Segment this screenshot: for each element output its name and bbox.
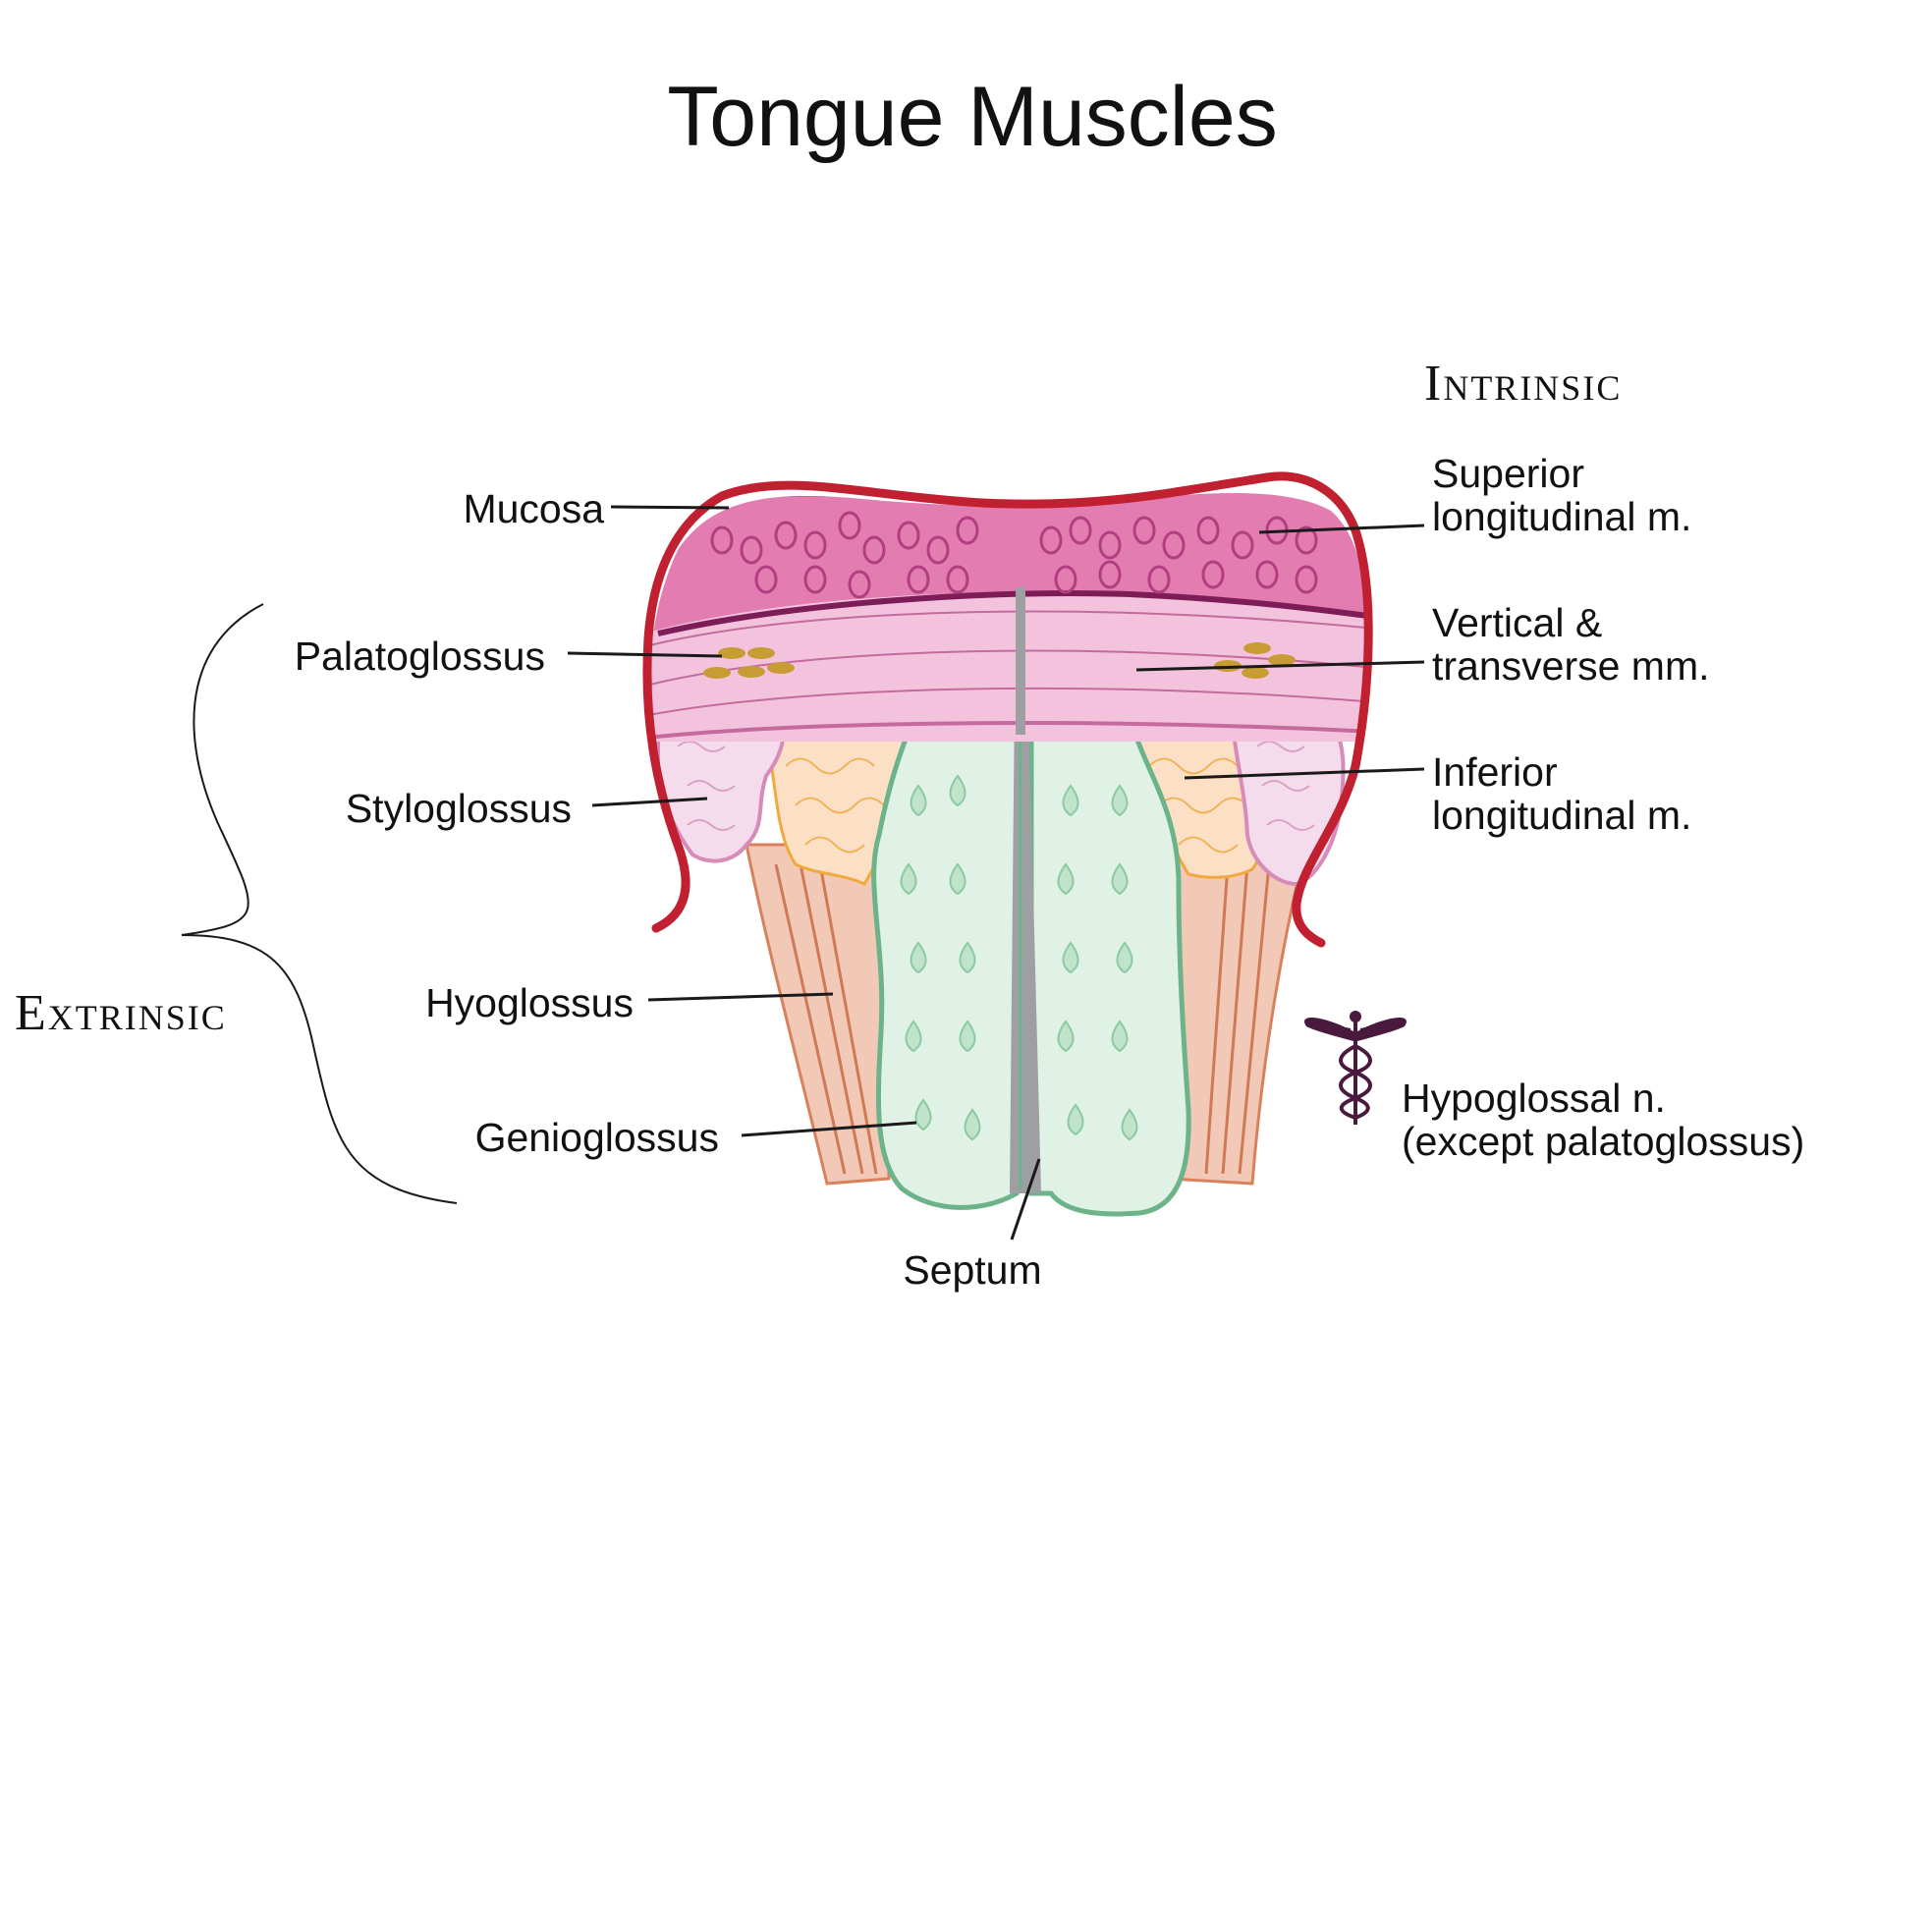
label-styloglossus: Styloglossus [346, 786, 572, 831]
leader-mucosa [610, 505, 730, 510]
leader-genioglossus [741, 1121, 917, 1137]
group-label-intrinsic: Intrinsic [1424, 356, 1622, 412]
label-vertical-transverse-line2: transverse mm. [1432, 643, 1710, 689]
label-nerve-line2: (except palatoglossus) [1402, 1119, 1804, 1164]
group-label-extrinsic: Extrinsic [15, 985, 227, 1041]
label-vertical-transverse-line1: Vertical & [1432, 600, 1602, 645]
leader-vertical-transverse [1135, 660, 1425, 672]
leader-lines [567, 505, 1425, 1241]
leader-hyoglossus [647, 992, 834, 1002]
genioglossus-muscle [871, 729, 1191, 1217]
label-genioglossus: Genioglossus [475, 1115, 719, 1160]
label-superior-longitudinal-line2: longitudinal m. [1432, 494, 1691, 539]
label-inferior-longitudinal-line2: longitudinal m. [1432, 793, 1691, 838]
label-nerve-line1: Hypoglossal n. [1402, 1076, 1666, 1121]
extrinsic-brace [181, 603, 458, 1204]
palatoglossus-fibres [703, 642, 1296, 679]
leader-styloglossus [591, 797, 708, 807]
leader-inferior-longitudinal [1184, 767, 1425, 780]
label-hyoglossus: Hyoglossus [425, 980, 634, 1025]
label-septum: Septum [903, 1247, 1041, 1293]
septum [1010, 594, 1041, 1193]
leader-superior-longitudinal [1258, 524, 1425, 534]
label-superior-longitudinal-line1: Superior [1432, 451, 1584, 496]
leader-septum [1010, 1158, 1041, 1241]
tongue-cross-section [642, 471, 1373, 1217]
page-title: Tongue Muscles [667, 70, 1277, 164]
leader-palatoglossus [567, 651, 723, 658]
label-inferior-longitudinal-line1: Inferior [1432, 749, 1558, 795]
hyoglossus-muscle [745, 843, 1308, 1186]
superior-longitudinal-muscle [649, 493, 1367, 638]
caduceus-icon [1304, 1011, 1407, 1125]
label-palatoglossus: Palatoglossus [295, 634, 545, 679]
label-mucosa: Mucosa [463, 486, 604, 531]
